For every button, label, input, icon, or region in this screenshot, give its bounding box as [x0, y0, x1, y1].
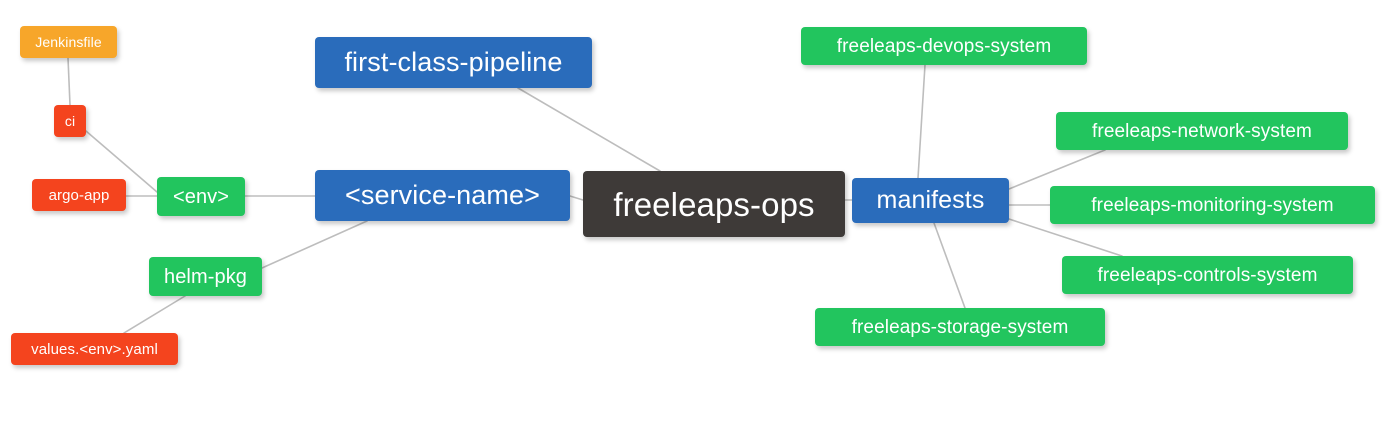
node-label-first-class-pipeline: first-class-pipeline	[344, 47, 563, 77]
node-values-yaml[interactable]: values.<env>.yaml	[11, 333, 178, 365]
node-freeleaps-storage-system[interactable]: freeleaps-storage-system	[815, 308, 1105, 346]
edge-service-name-to-freeleaps-ops	[569, 195, 584, 201]
node-label-ci: ci	[64, 113, 76, 129]
node-label-freeleaps-network-system: freeleaps-network-system	[1092, 120, 1312, 142]
node-label-freeleaps-ops: freeleaps-ops	[613, 185, 815, 223]
node-freeleaps-ops[interactable]: freeleaps-ops	[583, 171, 845, 237]
node-ci[interactable]: ci	[54, 105, 86, 137]
node-argo-app[interactable]: argo-app	[32, 179, 126, 211]
node-first-class-pipeline[interactable]: first-class-pipeline	[315, 37, 592, 88]
node-label-freeleaps-monitoring-system: freeleaps-monitoring-system	[1091, 194, 1334, 216]
node-label-values-yaml: values.<env>.yaml	[31, 340, 158, 358]
node-freeleaps-monitoring-system[interactable]: freeleaps-monitoring-system	[1050, 186, 1375, 224]
node-label-env: <env>	[172, 185, 230, 208]
edge-manifests-to-freeleaps-storage-system	[933, 222, 966, 309]
node-label-service-name: <service-name>	[345, 180, 540, 210]
edge-jenkinsfile-to-ci	[67, 57, 71, 106]
edge-manifests-to-freeleaps-controls-system	[1008, 218, 1123, 257]
node-manifests[interactable]: manifests	[852, 178, 1009, 223]
node-label-manifests: manifests	[876, 186, 985, 214]
node-label-freeleaps-controls-system: freeleaps-controls-system	[1097, 264, 1318, 286]
node-label-freeleaps-devops-system: freeleaps-devops-system	[836, 35, 1052, 57]
node-freeleaps-network-system[interactable]: freeleaps-network-system	[1056, 112, 1348, 150]
node-freeleaps-devops-system[interactable]: freeleaps-devops-system	[801, 27, 1087, 65]
edge-helm-pkg-to-values-yaml	[123, 295, 186, 334]
node-helm-pkg[interactable]: helm-pkg	[149, 257, 262, 296]
node-label-argo-app: argo-app	[48, 186, 110, 204]
edge-manifests-to-freeleaps-devops-system	[917, 64, 926, 179]
node-env[interactable]: <env>	[157, 177, 245, 216]
edge-first-class-pipeline-to-freeleaps-ops	[517, 87, 661, 172]
node-label-jenkinsfile: Jenkinsfile	[35, 34, 102, 50]
edge-service-name-to-helm-pkg	[261, 220, 368, 269]
node-service-name[interactable]: <service-name>	[315, 170, 570, 221]
node-label-freeleaps-storage-system: freeleaps-storage-system	[851, 316, 1069, 338]
node-label-helm-pkg: helm-pkg	[163, 265, 248, 288]
node-freeleaps-controls-system[interactable]: freeleaps-controls-system	[1062, 256, 1353, 294]
edge-manifests-to-freeleaps-network-system	[1008, 149, 1106, 190]
node-jenkinsfile[interactable]: Jenkinsfile	[20, 26, 117, 58]
